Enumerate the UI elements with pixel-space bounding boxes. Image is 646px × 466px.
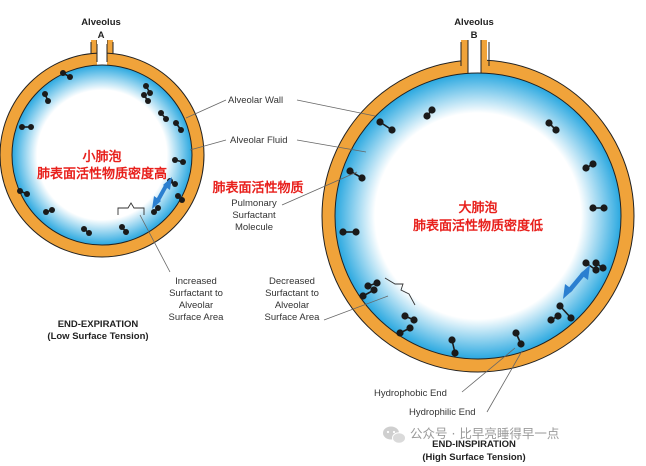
molecule-label-line2: Surfactant bbox=[232, 210, 276, 221]
alveolus-a-state-line1: END-EXPIRATION bbox=[58, 319, 139, 330]
surfactant-molecule bbox=[339, 228, 360, 236]
surfactant-molecule bbox=[346, 167, 366, 182]
alveolus-b-cn-line2: 肺表面活性物质密度低 bbox=[413, 218, 543, 234]
leader-wall-a bbox=[185, 99, 227, 119]
alveolus-b-state-line1: END-INSPIRATION bbox=[432, 439, 516, 450]
alveolar-wall-label: Alveolar Wall bbox=[228, 95, 283, 106]
alveolus-a-title: Alveolus bbox=[81, 17, 121, 28]
leader-fluid-a bbox=[189, 139, 227, 151]
surfactant-molecule bbox=[512, 329, 525, 348]
increased-note-line3: Alveolar bbox=[179, 300, 213, 311]
leader-decreased bbox=[323, 295, 389, 321]
surfactant-molecule bbox=[60, 70, 73, 80]
alveolus-b-letter: B bbox=[471, 30, 478, 41]
surfactant-molecule bbox=[151, 205, 161, 215]
alveolus-a-letter: A bbox=[98, 30, 105, 41]
watermark-text: 公众号 · 比早亮睡得早一点 bbox=[410, 426, 559, 441]
leader-lines bbox=[139, 99, 523, 413]
decreased-note-line1: Decreased bbox=[269, 276, 315, 287]
hydrophobic-end-label: Hydrophobic End bbox=[374, 388, 447, 399]
alveolus-a-bracket bbox=[117, 202, 145, 215]
surfactant-molecule bbox=[376, 118, 396, 134]
wechat-icon bbox=[383, 426, 406, 444]
leader-hydrophobic bbox=[461, 347, 516, 393]
surfactant-molecule bbox=[423, 106, 436, 120]
alveolus-b-arrow bbox=[563, 265, 590, 299]
surfactant-molecule bbox=[143, 83, 153, 96]
alveolar-fluid-label: Alveolar Fluid bbox=[230, 135, 288, 146]
decreased-note-line3: Alveolar bbox=[275, 300, 309, 311]
surfactant-molecule bbox=[401, 312, 418, 324]
surfactant-molecule bbox=[396, 324, 414, 337]
surfactant-molecule bbox=[172, 157, 186, 165]
surfactant-molecule bbox=[589, 204, 608, 212]
leader-molecule bbox=[281, 171, 358, 206]
molecule-label-line3: Molecule bbox=[235, 222, 273, 233]
surfactant-molecule bbox=[359, 286, 378, 300]
leader-wall-b bbox=[296, 99, 376, 117]
increased-note-line2: Surfactant to bbox=[169, 288, 223, 299]
leader-fluid-b bbox=[296, 139, 367, 153]
alveolus-a bbox=[0, 40, 205, 258]
surfactant-molecule bbox=[17, 188, 30, 197]
surfactant-molecule bbox=[42, 91, 51, 104]
alveolus-a-arrow bbox=[152, 177, 172, 209]
surfactant-molecule bbox=[173, 120, 184, 133]
alveolus-b bbox=[321, 40, 635, 373]
decreased-note-line2: Surfactant to bbox=[265, 288, 319, 299]
watermark: 公众号 · 比早亮睡得早一点 bbox=[383, 426, 559, 444]
molecule-label-line1: Pulmonary bbox=[231, 198, 277, 209]
leader-hydrophilic bbox=[486, 350, 523, 413]
surfactant-molecule bbox=[158, 110, 169, 122]
alveolus-b-fluid bbox=[334, 72, 622, 360]
alveolus-b-surfactant-molecules bbox=[339, 106, 608, 357]
surfactant-molecule bbox=[119, 224, 129, 235]
alveolus-b-bracket bbox=[384, 277, 416, 306]
surfactant-molecule bbox=[175, 193, 185, 203]
surfactant-molecule bbox=[547, 312, 562, 324]
alveolus-b-cn-line1: 大肺泡 bbox=[458, 200, 497, 216]
alveolus-b-state-line2: (High Surface Tension) bbox=[422, 452, 525, 463]
surfactant-molecule bbox=[592, 259, 607, 272]
surfactant-molecule bbox=[81, 226, 92, 236]
alveolus-a-cn-line2: 肺表面活性物质密度高 bbox=[37, 166, 167, 182]
surfactant-molecule bbox=[448, 336, 459, 357]
surfactant-cn-label: 肺表面活性物质 bbox=[212, 180, 303, 196]
leader-increased bbox=[139, 214, 171, 273]
alveolus-a-cn-line1: 小肺泡 bbox=[82, 149, 121, 165]
increased-note-line4: Surface Area bbox=[169, 312, 225, 323]
alveolus-a-state-line2: (Low Surface Tension) bbox=[47, 331, 148, 342]
alveolus-a-fluid bbox=[11, 64, 193, 246]
surfactant-molecule bbox=[141, 92, 151, 104]
increased-note-line1: Increased bbox=[175, 276, 217, 287]
surfactant-molecule bbox=[582, 259, 600, 274]
surfactant-molecule bbox=[545, 119, 560, 134]
decreased-note-line4: Surface Area bbox=[265, 312, 321, 323]
surfactant-molecule bbox=[43, 207, 55, 215]
surfactant-molecule bbox=[556, 302, 575, 322]
alveolus-b-title: Alveolus bbox=[454, 17, 494, 28]
surfactant-molecule bbox=[582, 160, 597, 172]
hydrophilic-end-label: Hydrophilic End bbox=[409, 407, 476, 418]
surfactant-molecule bbox=[364, 279, 381, 290]
surfactant-molecule bbox=[19, 124, 34, 130]
